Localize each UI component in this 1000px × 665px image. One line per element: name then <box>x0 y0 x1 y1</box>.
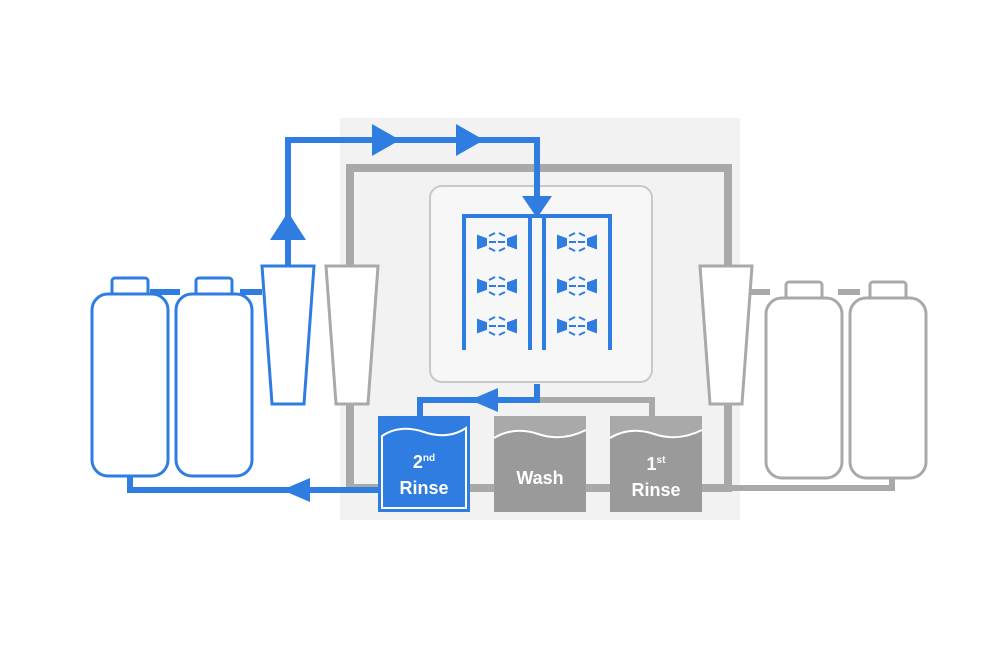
storage-bottle-icon <box>764 280 844 480</box>
spray-nozzle-icon <box>477 232 597 336</box>
storage-bottle-icon <box>848 280 928 480</box>
tank-first-rinse: 1st Rinse <box>609 416 703 512</box>
filter-cartridge-icon <box>324 264 380 406</box>
arrow-icon <box>270 124 552 502</box>
svg-text:2nd: 2nd <box>413 452 435 472</box>
tank-second-rinse-sup: nd <box>423 453 435 464</box>
tank-first-rinse-word: Rinse <box>631 480 680 500</box>
tank-first-rinse-sup: st <box>657 455 667 466</box>
tank-wash-label: Wash <box>516 468 563 488</box>
tank-first-rinse-num: 1 <box>647 454 657 474</box>
filter-cartridge-icon <box>698 264 754 406</box>
storage-bottle-icon <box>174 276 254 478</box>
storage-bottle-icon <box>90 276 170 478</box>
spray-manifold <box>462 214 612 350</box>
tank-second-rinse-num: 2 <box>413 452 423 472</box>
filter-cartridge-icon <box>260 264 316 406</box>
tank-second-rinse-word: Rinse <box>399 478 448 498</box>
tank-second-rinse: 2nd Rinse <box>378 416 470 512</box>
svg-text:1st: 1st <box>647 454 667 474</box>
tank-wash: Wash <box>493 416 587 512</box>
